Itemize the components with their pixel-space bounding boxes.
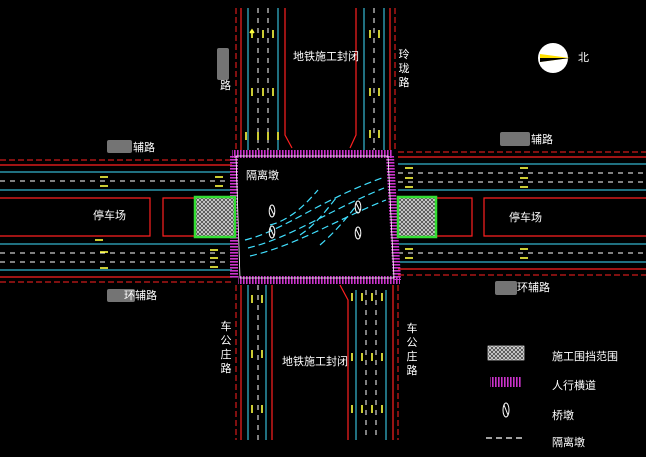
legend-label: 施工围挡范围 xyxy=(552,350,618,363)
south-closure-label: 地铁施工封闭 xyxy=(282,355,348,368)
compass-label: 北 xyxy=(578,51,589,64)
north-closure-label: 地铁施工封闭 xyxy=(293,50,359,63)
legend-label: 隔离墩 xyxy=(552,436,585,449)
aux-se-label: 环辅路 xyxy=(517,281,550,294)
legend-row-pier: 桥墩 xyxy=(484,404,644,422)
lane-arrows xyxy=(95,28,528,413)
road-left-north-tail: 路 xyxy=(220,79,231,92)
construction-fence-icon xyxy=(487,345,525,361)
crosswalk-icon xyxy=(490,377,522,387)
south-road xyxy=(235,284,399,440)
west-road xyxy=(0,159,232,283)
north-arrow-icon xyxy=(538,43,570,73)
legend-row-barrier: 隔离墩 xyxy=(484,431,644,449)
north-road xyxy=(235,8,396,150)
road-right-south-label: 车公庄路 xyxy=(406,322,418,377)
legend-label: 桥墩 xyxy=(552,409,574,422)
legend-icons xyxy=(486,345,525,439)
parking-left-label: 停车场 xyxy=(93,209,126,222)
bridge-piers xyxy=(268,200,362,240)
barrier-curves xyxy=(244,177,387,257)
redactions xyxy=(107,48,530,302)
road-right-north-label: 玲珑路 xyxy=(398,48,410,89)
barrier-tag-label: 隔离墩 xyxy=(246,169,279,182)
bridge-pier-icon xyxy=(502,402,510,418)
aux-ne-label: 辅路 xyxy=(531,133,553,146)
legend-label: 人行横道 xyxy=(552,379,596,392)
parking-right-label: 停车场 xyxy=(509,211,542,224)
road-left-south-label: 车公庄路 xyxy=(220,320,232,375)
intersection-boundary xyxy=(235,155,395,279)
aux-sw-label: 环辅路 xyxy=(124,289,157,302)
aux-nw-label: 辅路 xyxy=(133,141,155,154)
legend-row-fence: 施工围挡范围 xyxy=(484,345,644,363)
legend-row-crosswalk: 人行横道 xyxy=(484,374,644,392)
construction-fence-west xyxy=(193,195,237,239)
construction-fence-east xyxy=(396,195,438,239)
